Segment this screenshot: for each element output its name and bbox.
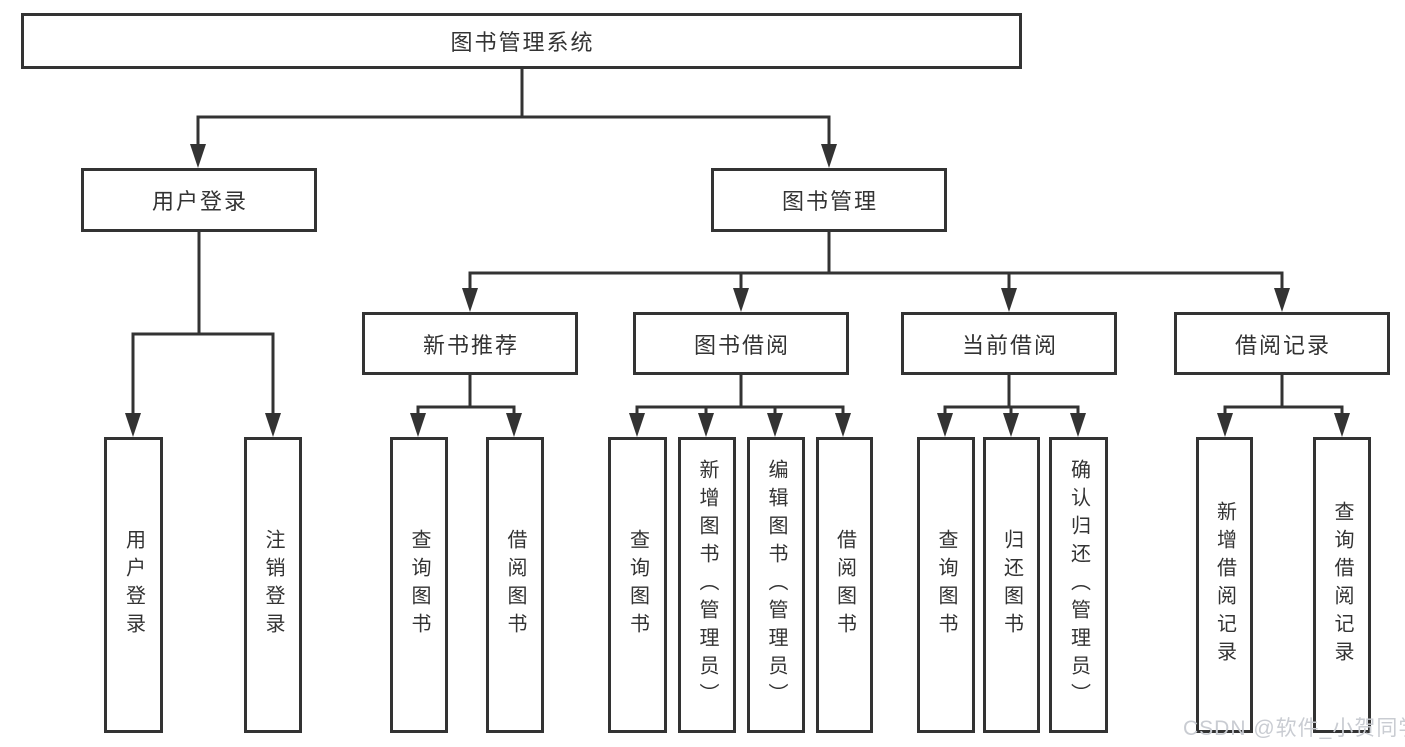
leaf-user-login-label: 用户登录 xyxy=(122,529,145,641)
leaf-logout: 注销登录 xyxy=(244,437,302,733)
leaf-current-return-books-label: 归还图书 xyxy=(1000,529,1023,641)
leaf-records-query-record-label: 查询借阅记录 xyxy=(1331,501,1353,669)
leaf-borrowing-edit-books-admin: 编辑图书（管理员） xyxy=(747,437,805,733)
node-current-borrowing-label: 当前借阅 xyxy=(961,332,1058,358)
node-book-borrowing-label: 图书借阅 xyxy=(693,332,790,358)
leaf-borrowing-add-books-admin: 新增图书（管理员） xyxy=(678,437,736,733)
leaf-records-add-record-label: 新增借阅记录 xyxy=(1213,501,1236,669)
leaf-borrowing-query-books-label: 查询图书 xyxy=(626,529,649,641)
node-book-borrowing: 图书借阅 xyxy=(633,312,849,375)
node-book-management-label: 图书管理 xyxy=(781,189,878,214)
leaf-borrowing-borrow-books-label: 借阅图书 xyxy=(833,529,856,641)
node-borrowing-records: 借阅记录 xyxy=(1174,312,1390,375)
node-current-borrowing: 当前借阅 xyxy=(901,312,1117,375)
leaf-current-query-books: 查询图书 xyxy=(917,437,975,733)
leaf-newbook-borrow-books-label: 借阅图书 xyxy=(504,529,526,641)
leaf-logout-label: 注销登录 xyxy=(262,529,284,641)
node-library-system: 图书管理系统 xyxy=(21,13,1022,69)
leaf-current-query-books-label: 查询图书 xyxy=(935,529,957,641)
leaf-current-return-books: 归还图书 xyxy=(983,437,1040,733)
arrowheads xyxy=(125,144,1350,437)
leaf-borrowing-add-books-admin-label: 新增图书（管理员） xyxy=(696,459,718,711)
node-user-login-label: 用户登录 xyxy=(151,189,248,214)
leaf-records-query-record: 查询借阅记录 xyxy=(1313,437,1371,733)
watermark: CSDN @软件_小贺同学 xyxy=(1183,717,1405,740)
leaf-records-add-record: 新增借阅记录 xyxy=(1196,437,1253,733)
leaf-current-confirm-return-admin: 确认归还（管理员） xyxy=(1049,437,1108,733)
node-new-book-recommend-label: 新书推荐 xyxy=(422,332,519,358)
leaf-borrowing-query-books: 查询图书 xyxy=(608,437,667,733)
node-library-system-label: 图书管理系统 xyxy=(450,30,595,55)
leaf-newbook-query-books: 查询图书 xyxy=(390,437,448,733)
leaf-borrowing-edit-books-admin-label: 编辑图书（管理员） xyxy=(765,459,787,711)
leaf-newbook-borrow-books: 借阅图书 xyxy=(486,437,544,733)
leaf-newbook-query-books-label: 查询图书 xyxy=(408,529,430,641)
node-new-book-recommend: 新书推荐 xyxy=(362,312,578,375)
node-book-management: 图书管理 xyxy=(711,168,947,232)
node-borrowing-records-label: 借阅记录 xyxy=(1234,332,1331,358)
leaf-current-confirm-return-admin-label: 确认归还（管理员） xyxy=(1067,459,1090,711)
leaf-borrowing-borrow-books: 借阅图书 xyxy=(816,437,873,733)
leaf-user-login: 用户登录 xyxy=(104,437,163,733)
node-user-login: 用户登录 xyxy=(81,168,317,232)
